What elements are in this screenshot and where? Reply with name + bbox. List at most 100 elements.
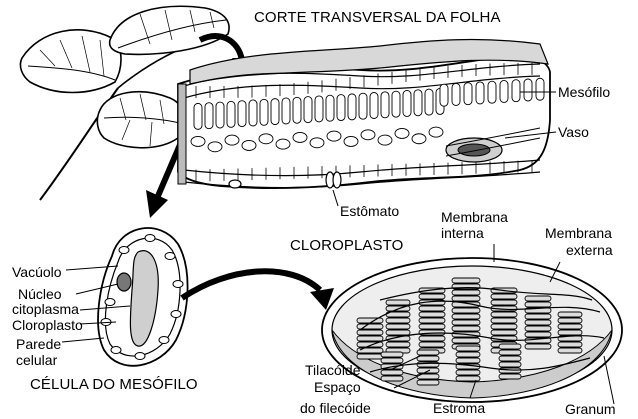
thylakoid-disc xyxy=(491,300,517,305)
thylakoid-disc xyxy=(357,318,383,323)
palisade-cell xyxy=(414,90,422,116)
thylakoid-disc xyxy=(456,352,480,357)
arrow-cell-to-chloroplast xyxy=(182,271,334,310)
spongy-cell xyxy=(259,134,273,144)
thylakoid-disc xyxy=(357,348,383,353)
palisade-cell xyxy=(452,83,460,105)
thylakoid-disc xyxy=(452,308,480,313)
thylakoid-disc xyxy=(381,376,403,381)
thylakoid-disc xyxy=(525,296,551,301)
thylakoid-disc xyxy=(419,294,445,299)
palisade-cell xyxy=(282,98,290,124)
palisade-cell xyxy=(403,90,411,116)
label-nucleo: Núcleo xyxy=(18,287,62,302)
label-mesofilo: Mesófilo xyxy=(558,85,610,100)
thylakoid-disc xyxy=(386,318,410,323)
thylakoid-disc xyxy=(499,350,521,355)
thylakoid-disc xyxy=(499,362,521,367)
spongy-cell xyxy=(276,139,290,149)
thylakoid-disc xyxy=(417,380,439,385)
label-membrana-interna-1: Membrana xyxy=(441,210,508,225)
thylakoid-disc xyxy=(499,356,521,361)
spongy-cell xyxy=(310,138,324,148)
thylakoid-disc xyxy=(525,344,551,349)
palisade-cell xyxy=(227,101,235,127)
cell-chloroplast xyxy=(105,299,115,306)
spongy-cell xyxy=(378,135,392,145)
palisade-cell xyxy=(464,83,472,105)
spongy-cell xyxy=(225,135,239,145)
label-vaso: Vaso xyxy=(558,125,589,140)
thylakoid-disc xyxy=(558,318,582,323)
thylakoid-disc xyxy=(452,314,480,319)
cell-chloroplast xyxy=(135,353,145,360)
thylakoid-disc xyxy=(525,332,551,337)
palisade-cell xyxy=(194,103,202,129)
mesophyll-cell xyxy=(98,228,187,366)
leaf-section-title: CORTE TRANSVERSAL DA FOLHA xyxy=(254,10,501,25)
label-estroma: Estroma xyxy=(433,401,485,416)
palisade-cell xyxy=(476,82,484,104)
thylakoid-disc xyxy=(456,358,480,363)
thylakoid-disc xyxy=(386,342,410,347)
palisade-cell xyxy=(238,101,246,127)
mesophyll-cell-title: CÉLULA DO MESÓFILO xyxy=(30,377,198,392)
thylakoid-disc xyxy=(357,330,383,335)
thylakoid-disc xyxy=(452,290,480,295)
spongy-cell xyxy=(429,127,443,137)
thylakoid-disc xyxy=(558,324,582,329)
palisade-cell xyxy=(216,102,224,128)
label-membrana-externa-2: externa xyxy=(566,243,613,258)
label-citoplasma: citoplasma xyxy=(12,302,79,317)
thylakoid-disc xyxy=(558,342,582,347)
label-do-filecoide: do filecóide xyxy=(300,401,371,416)
palisade-cell xyxy=(315,96,323,122)
arrow-leaf-to-cell xyxy=(146,140,182,218)
spongy-cell xyxy=(191,136,205,146)
thylakoid-disc xyxy=(419,312,445,317)
thylakoid-disc xyxy=(419,324,445,329)
thylakoid-disc xyxy=(381,358,403,363)
palisade-cell xyxy=(337,95,345,121)
thylakoid-disc xyxy=(419,318,445,323)
thylakoid-disc xyxy=(525,314,551,319)
thylakoid-disc xyxy=(386,300,410,305)
spongy-cell xyxy=(293,132,307,142)
palisade-cell xyxy=(524,79,532,101)
spongy-cell xyxy=(327,131,341,141)
spongy-cell xyxy=(208,142,222,152)
spongy-cell xyxy=(412,134,426,144)
chloroplast-title: CLOROPLASTO xyxy=(290,238,403,253)
palisade-cell xyxy=(425,89,433,115)
thylakoid-disc xyxy=(558,330,582,335)
thylakoid-disc xyxy=(357,336,383,341)
thylakoid-disc xyxy=(452,296,480,301)
cell-chloroplast xyxy=(145,235,155,242)
thylakoid-disc xyxy=(558,312,582,317)
thylakoid-disc xyxy=(452,320,480,325)
palisade-cell xyxy=(359,93,367,119)
thylakoid-disc xyxy=(491,294,517,299)
thylakoid-disc xyxy=(381,352,403,357)
thylakoid-disc xyxy=(357,324,383,329)
cell-chloroplast xyxy=(171,311,181,318)
label-membrana-interna-2: interna xyxy=(441,226,484,241)
thylakoid-disc xyxy=(419,336,445,341)
thylakoid-disc xyxy=(525,326,551,331)
thylakoid-disc xyxy=(491,330,517,335)
thylakoid-disc xyxy=(386,330,410,335)
palisade-cell xyxy=(326,95,334,121)
label-parede: Parede xyxy=(16,337,61,352)
palisade-cell xyxy=(440,84,448,106)
thylakoid-disc xyxy=(419,342,445,347)
thylakoid-disc xyxy=(381,370,403,375)
thylakoid-disc xyxy=(357,354,383,359)
palisade-cell xyxy=(370,93,378,119)
cell-chloroplast xyxy=(119,247,129,254)
palisade-cell xyxy=(392,91,400,117)
palisade-cell xyxy=(260,99,268,125)
label-granum: Granum xyxy=(565,402,616,417)
cell-chloroplast xyxy=(173,281,183,288)
thylakoid-disc xyxy=(499,344,521,349)
label-celular: celular xyxy=(16,353,57,368)
